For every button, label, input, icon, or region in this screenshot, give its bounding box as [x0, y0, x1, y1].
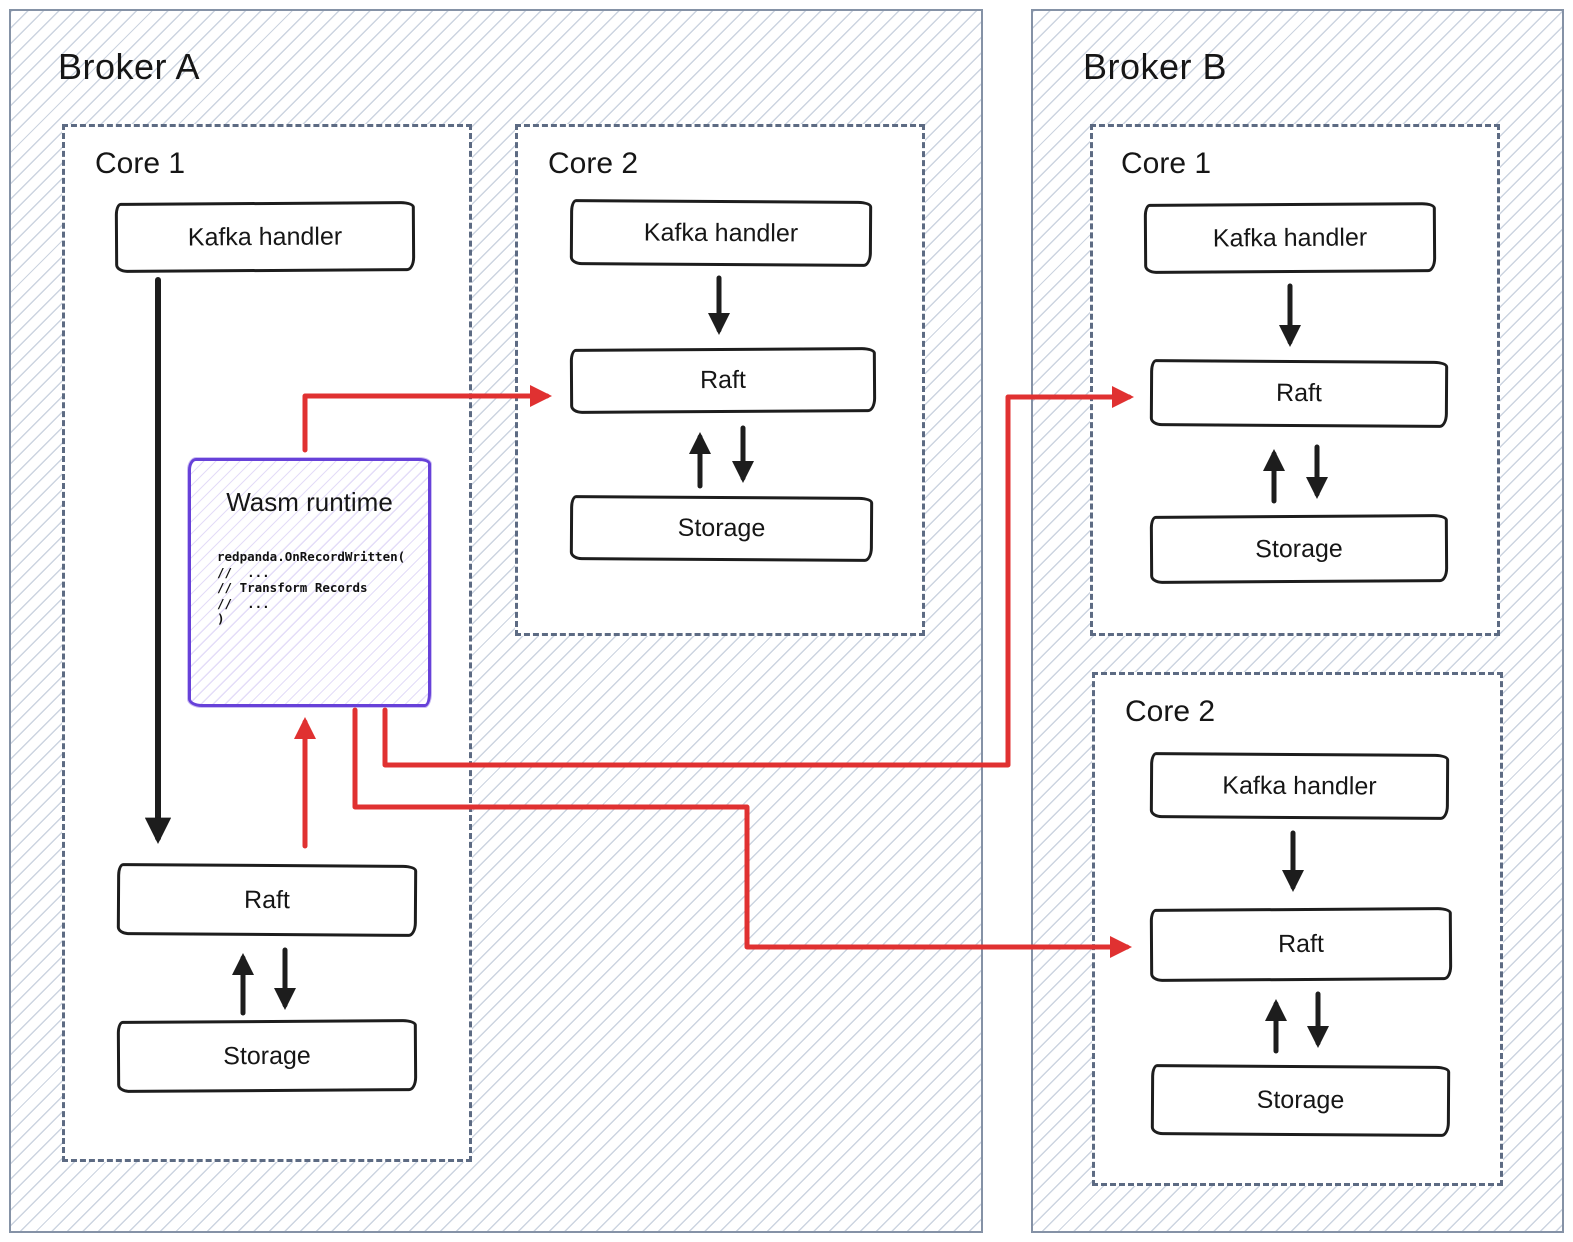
broker-b-core1-storage-box: Storage — [1149, 514, 1449, 584]
broker-a-core2-title: Core 2 — [548, 147, 639, 180]
broker-b-core2-raft-box: Raft — [1149, 907, 1453, 982]
raft-label: Raft — [1275, 378, 1323, 408]
broker-b-core1-kafka-handler-box: Kafka handler — [1143, 202, 1437, 274]
storage-label: Storage — [677, 513, 766, 543]
storage-label: Storage — [1255, 534, 1343, 563]
broker-a-core2-raft-box: Raft — [569, 347, 877, 414]
raft-label: Raft — [1277, 929, 1325, 959]
broker-a-core1-storage-box: Storage — [116, 1019, 418, 1093]
broker-a-core1-title: Core 1 — [95, 147, 186, 180]
broker-b-core2-kafka-handler-box: Kafka handler — [1149, 752, 1450, 820]
wasm-runtime-label: Wasm runtime — [226, 487, 393, 517]
broker-a-title: Broker A — [58, 46, 201, 87]
kafka-handler-label: Kafka handler — [643, 218, 799, 247]
broker-a-core1-wasm-runtime-box: Wasm runtime redpanda.OnRecordWritten( /… — [188, 458, 431, 707]
raft-label: Raft — [243, 885, 291, 914]
broker-a-core2-kafka-handler-box: Kafka handler — [569, 199, 873, 267]
broker-b-title: Broker B — [1083, 46, 1228, 87]
kafka-handler-label: Kafka handler — [187, 222, 343, 251]
broker-a-core1-kafka-handler-box: Kafka handler — [114, 201, 416, 273]
raft-label: Raft — [699, 365, 747, 395]
broker-b-core1-title: Core 1 — [1121, 147, 1212, 180]
broker-a-core2-storage-box: Storage — [569, 495, 874, 562]
broker-b-core2-title: Core 2 — [1125, 695, 1216, 728]
storage-label: Storage — [223, 1041, 311, 1070]
kafka-handler-label: Kafka handler — [1212, 223, 1368, 252]
broker-a-core1-raft-box: Raft — [116, 863, 418, 937]
wasm-runtime-code: redpanda.OnRecordWritten( // ... // Tran… — [217, 549, 406, 626]
broker-b-core1-raft-box: Raft — [1149, 359, 1449, 428]
storage-label: Storage — [1256, 1085, 1345, 1115]
broker-b-core2-storage-box: Storage — [1150, 1064, 1451, 1137]
kafka-handler-label: Kafka handler — [1222, 771, 1377, 800]
